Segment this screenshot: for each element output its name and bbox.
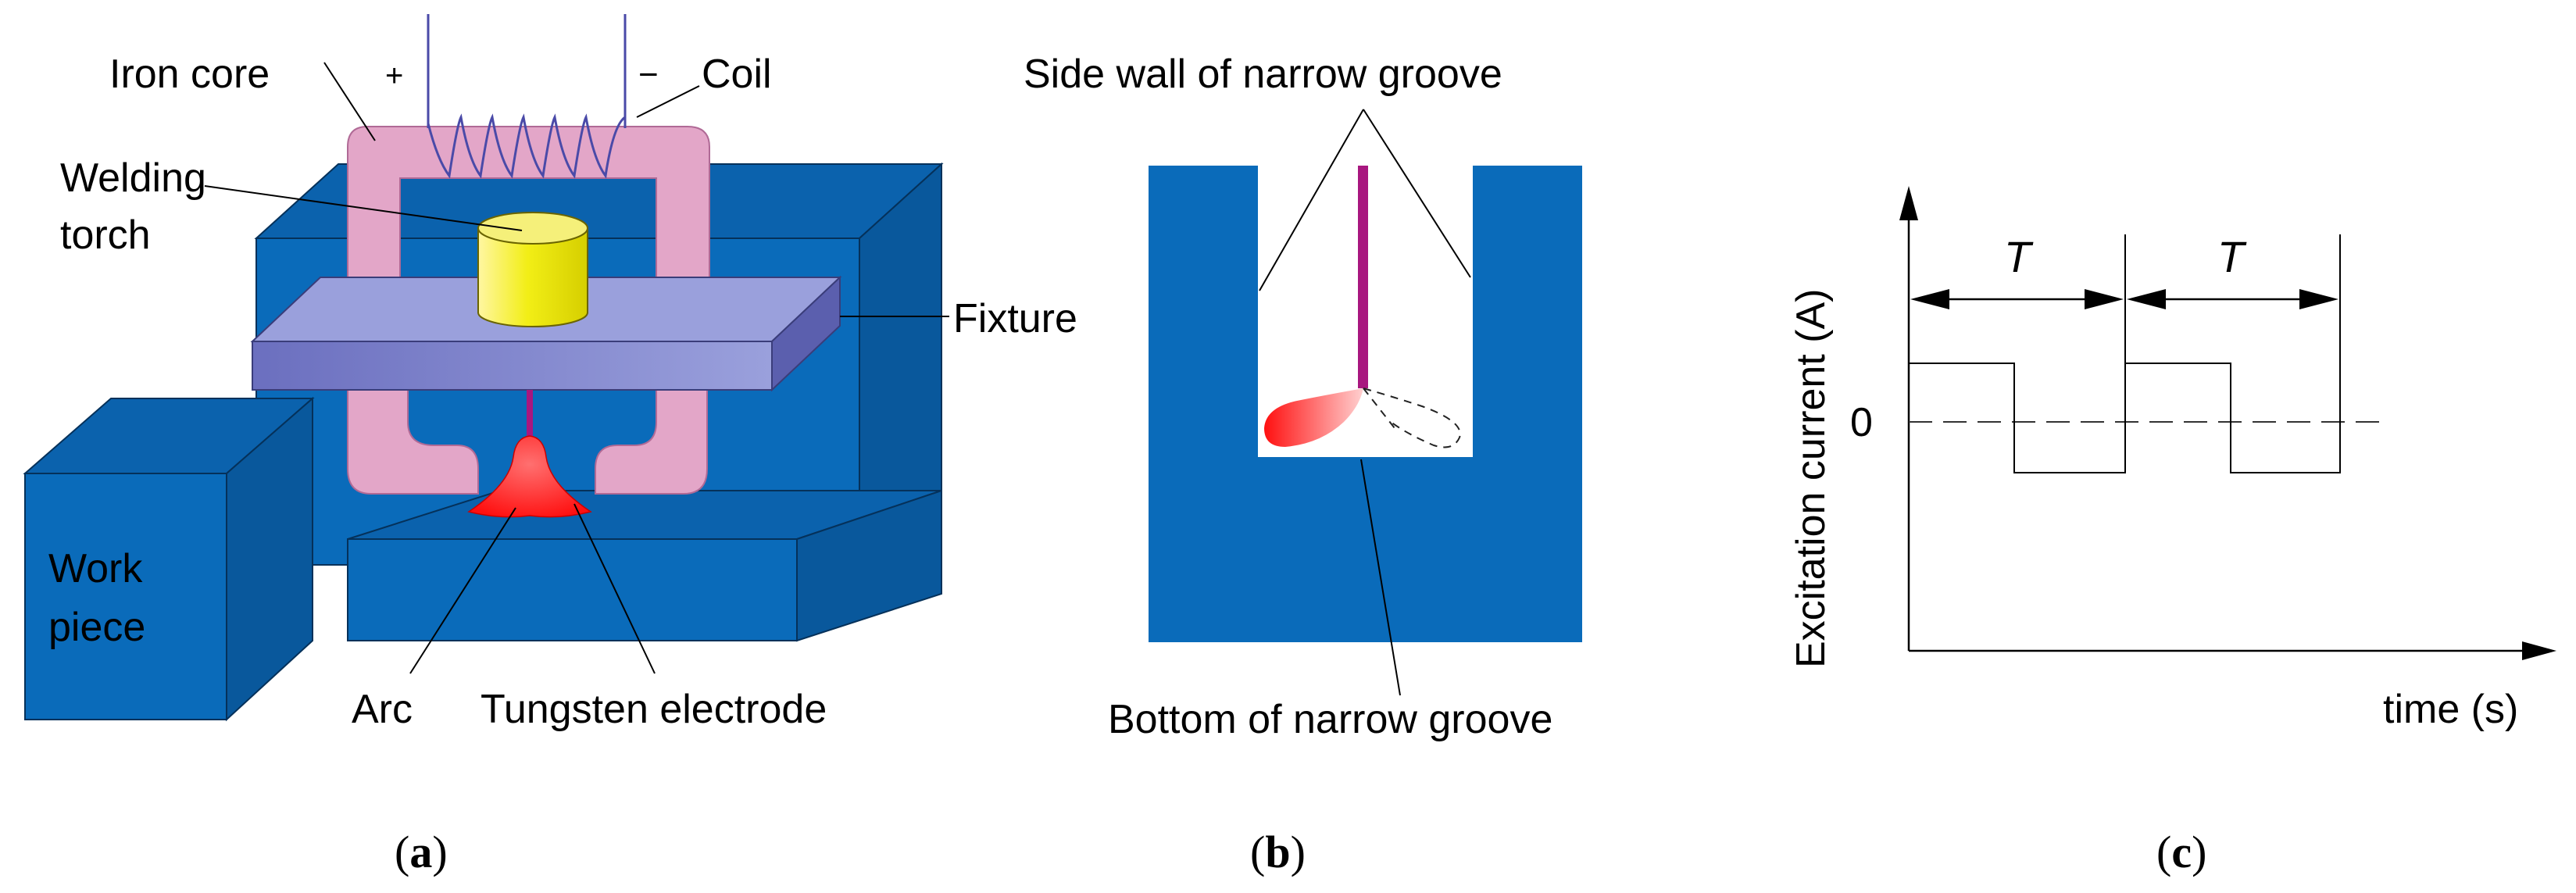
panel-a: Iron core + − Coil Welding torch Fixture… <box>23 14 1077 877</box>
label-bottom-of-groove: Bottom of narrow groove <box>1108 697 1552 742</box>
caption-a: (a) <box>395 827 448 877</box>
svg-text:(a): (a) <box>395 827 448 877</box>
coil-leads <box>427 14 627 128</box>
axes <box>1899 186 2556 660</box>
caption-b: (b) <box>1250 827 1306 877</box>
y-axis-label: Excitation current (A) <box>1788 289 1834 669</box>
caption-b-letter: b <box>1265 827 1290 877</box>
label-work: Work <box>48 546 143 591</box>
groove-electrode <box>1358 166 1368 388</box>
caption-c-letter: c <box>2171 827 2192 877</box>
arc-ray-dashed <box>1363 388 1395 429</box>
label-iron-core: Iron core <box>109 52 270 97</box>
panel-b: Side wall of narrow groove Bottom of nar… <box>1024 52 1582 877</box>
label-arc: Arc <box>352 687 413 732</box>
label-welding: Welding <box>60 155 206 201</box>
label-fixture: Fixture <box>953 296 1077 341</box>
caption-b-open: ( <box>1250 827 1265 877</box>
caption-b-close: ) <box>1291 827 1306 877</box>
label-piece: piece <box>48 605 145 650</box>
caption-a-open: ( <box>395 827 409 877</box>
workpiece-block <box>23 396 315 722</box>
period-label-2: T <box>2217 232 2247 281</box>
label-plus: + <box>385 59 403 93</box>
period-arrows <box>1910 289 2338 309</box>
caption-c: (c) <box>2156 827 2206 877</box>
panel-b-leaders <box>1259 109 1471 696</box>
caption-a-letter: a <box>409 827 432 877</box>
label-coil: Coil <box>702 52 772 97</box>
y-axis-arrow <box>1899 186 1918 220</box>
x-axis-arrow <box>2522 641 2556 660</box>
groove-block <box>1149 166 1582 642</box>
arc-plume <box>467 435 592 518</box>
weld-pool <box>1264 388 1363 447</box>
panel-a-leaders <box>204 62 949 674</box>
svg-text:(c): (c) <box>2156 827 2206 877</box>
label-side-wall: Side wall of narrow groove <box>1024 52 1502 97</box>
svg-text:(b): (b) <box>1250 827 1306 877</box>
previous-pool-outline <box>1363 388 1461 448</box>
caption-c-close: ) <box>2192 827 2206 877</box>
zero-label: 0 <box>1850 400 1873 445</box>
coil-windings <box>427 113 626 179</box>
tungsten-electrode <box>527 390 533 438</box>
label-tungsten-electrode: Tungsten electrode <box>481 687 827 732</box>
excitation-waveform <box>1909 363 2341 473</box>
caption-a-close: ) <box>432 827 447 877</box>
x-axis-label: time (s) <box>2383 687 2518 732</box>
label-minus: − <box>638 55 659 94</box>
label-torch: torch <box>60 213 151 258</box>
panel-c: T T 0 Excitation current (A) time (s) (c… <box>1788 186 2556 877</box>
base-block <box>347 489 942 642</box>
caption-c-open: ( <box>2156 827 2171 877</box>
welding-torch <box>477 212 588 327</box>
period-label-1: T <box>2004 232 2034 281</box>
